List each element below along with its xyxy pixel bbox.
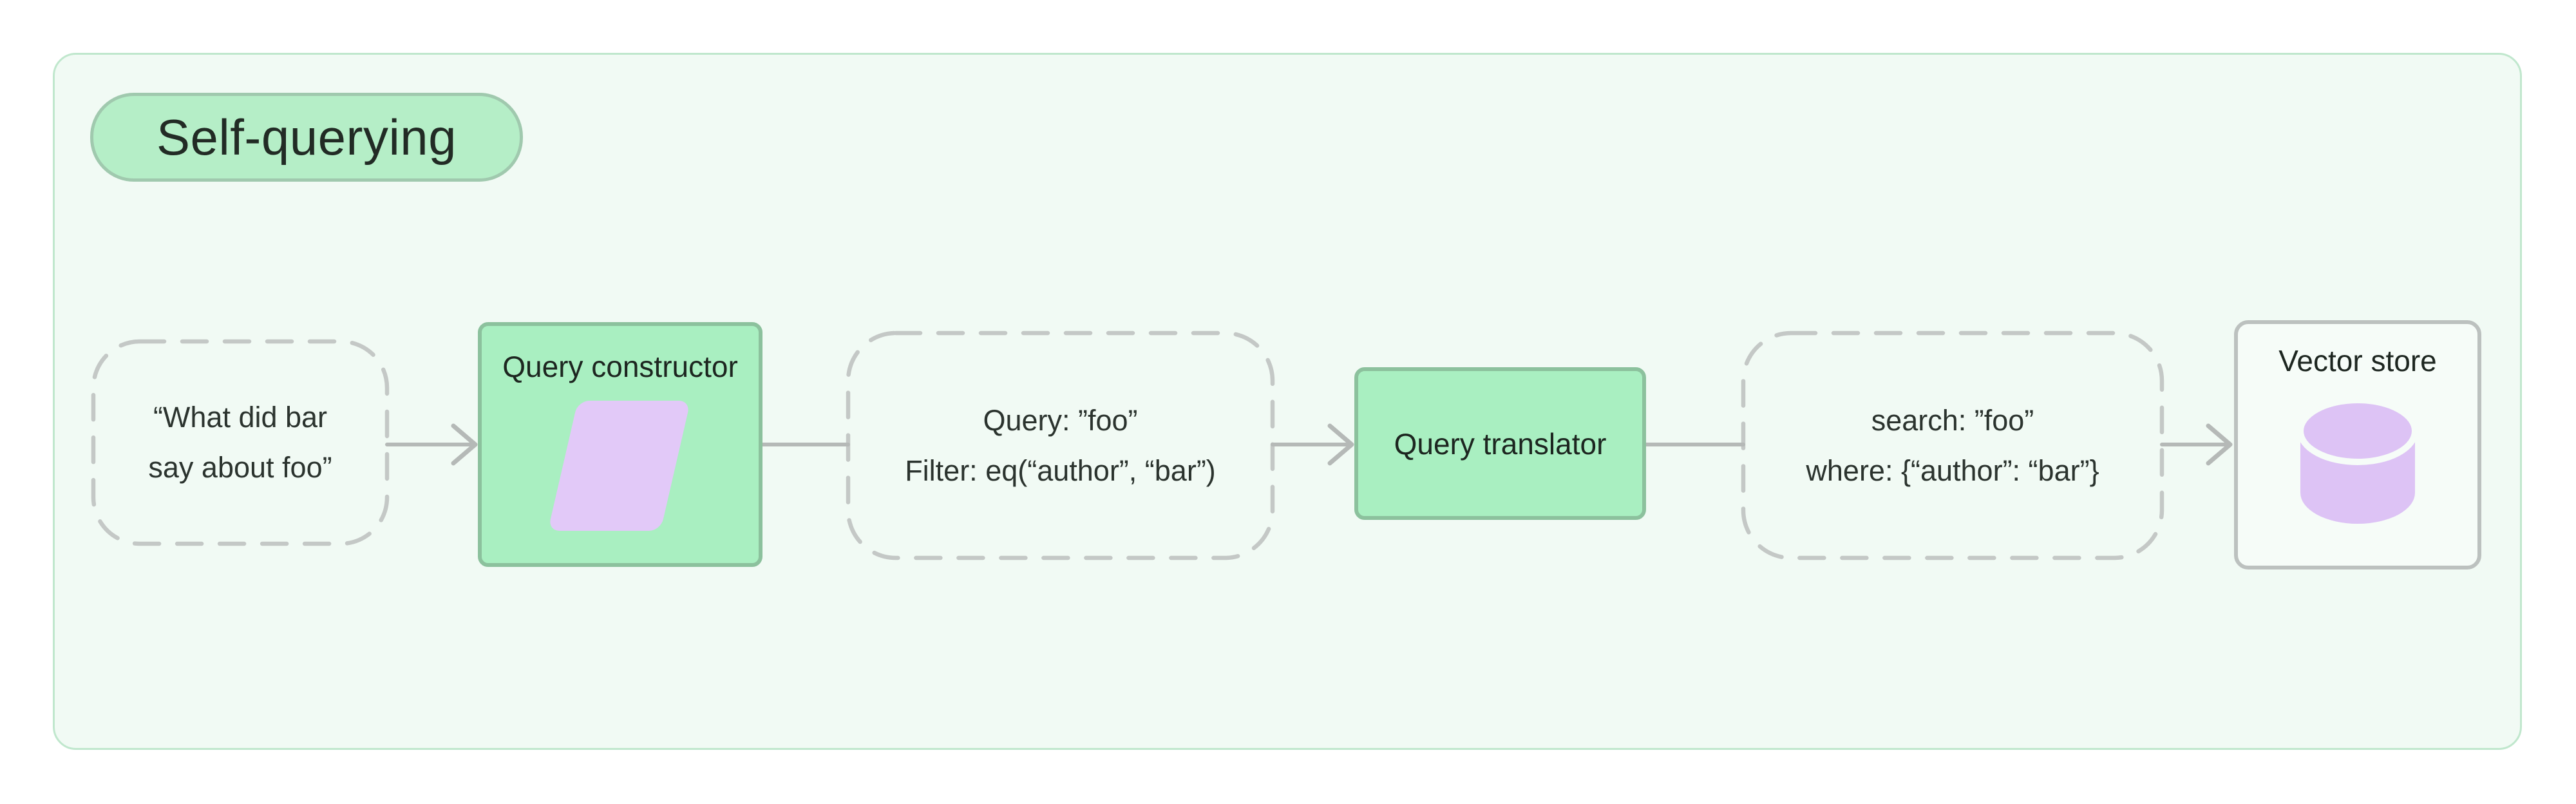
query-translator-box: Query translator xyxy=(1354,367,1646,520)
input-query-node: “What did bar say about foo” xyxy=(93,341,387,544)
parallelogram-icon xyxy=(547,401,691,531)
query-constructor-box: Query constructor xyxy=(478,322,762,567)
self-querying-badge: Self-querying xyxy=(90,93,523,182)
node-line: “What did bar xyxy=(153,401,328,434)
structured-query-node: Query: ”foo” Filter: eq(“author”, “bar”) xyxy=(848,333,1273,558)
node-line: Filter: eq(“author”, “bar”) xyxy=(905,454,1216,487)
badge-label: Self-querying xyxy=(156,108,457,166)
box-title: Query translator xyxy=(1394,426,1607,461)
node-line: search: ”foo” xyxy=(1871,403,2034,437)
node-line: where: {“author”: “bar”} xyxy=(1806,454,2099,487)
translated-query-node: search: ”foo” where: {“author”: “bar”} xyxy=(1743,333,2162,558)
box-title: Query constructor xyxy=(502,350,738,383)
vector-store-box: Vector store xyxy=(2234,320,2481,570)
box-title: Vector store xyxy=(2278,344,2437,378)
database-icon xyxy=(2300,400,2415,524)
node-line: Query: ”foo” xyxy=(983,403,1138,437)
node-line: say about foo” xyxy=(148,451,332,484)
